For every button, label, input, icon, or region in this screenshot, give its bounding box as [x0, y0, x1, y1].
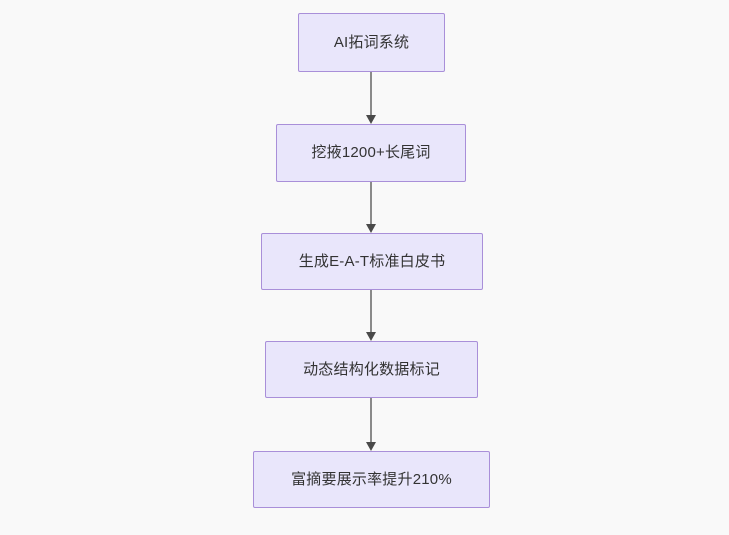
arrowhead-icon: [365, 224, 376, 233]
edge-line: [370, 398, 372, 442]
edge-line: [370, 182, 372, 224]
edge-line: [370, 72, 372, 115]
flow-node-mine-longtail-keywords[interactable]: 挖掖1200+长尾词: [276, 124, 466, 182]
flow-node-rich-snippet-impression-lift[interactable]: 富摘要展示率提升210%: [253, 451, 490, 508]
flow-node-label: 挖掖1200+长尾词: [311, 144, 431, 161]
arrowhead-icon: [365, 442, 376, 451]
flow-node-ai-keyword-system[interactable]: AI拓词系统: [298, 13, 445, 72]
arrowhead-icon: [365, 332, 376, 341]
edge-line: [370, 290, 372, 332]
flow-node-label: 动态结构化数据标记: [303, 360, 440, 378]
flow-node-label: 富摘要展示率提升210%: [291, 470, 452, 488]
flow-node-label: 生成E-A-T标准白皮书: [298, 252, 446, 270]
flow-node-generate-eat-whitepaper[interactable]: 生成E-A-T标准白皮书: [261, 233, 483, 290]
arrowhead-icon: [365, 115, 376, 124]
flow-node-label: AI拓词系统: [333, 33, 410, 51]
flow-node-dynamic-structured-data-markup[interactable]: 动态结构化数据标记: [265, 341, 478, 398]
